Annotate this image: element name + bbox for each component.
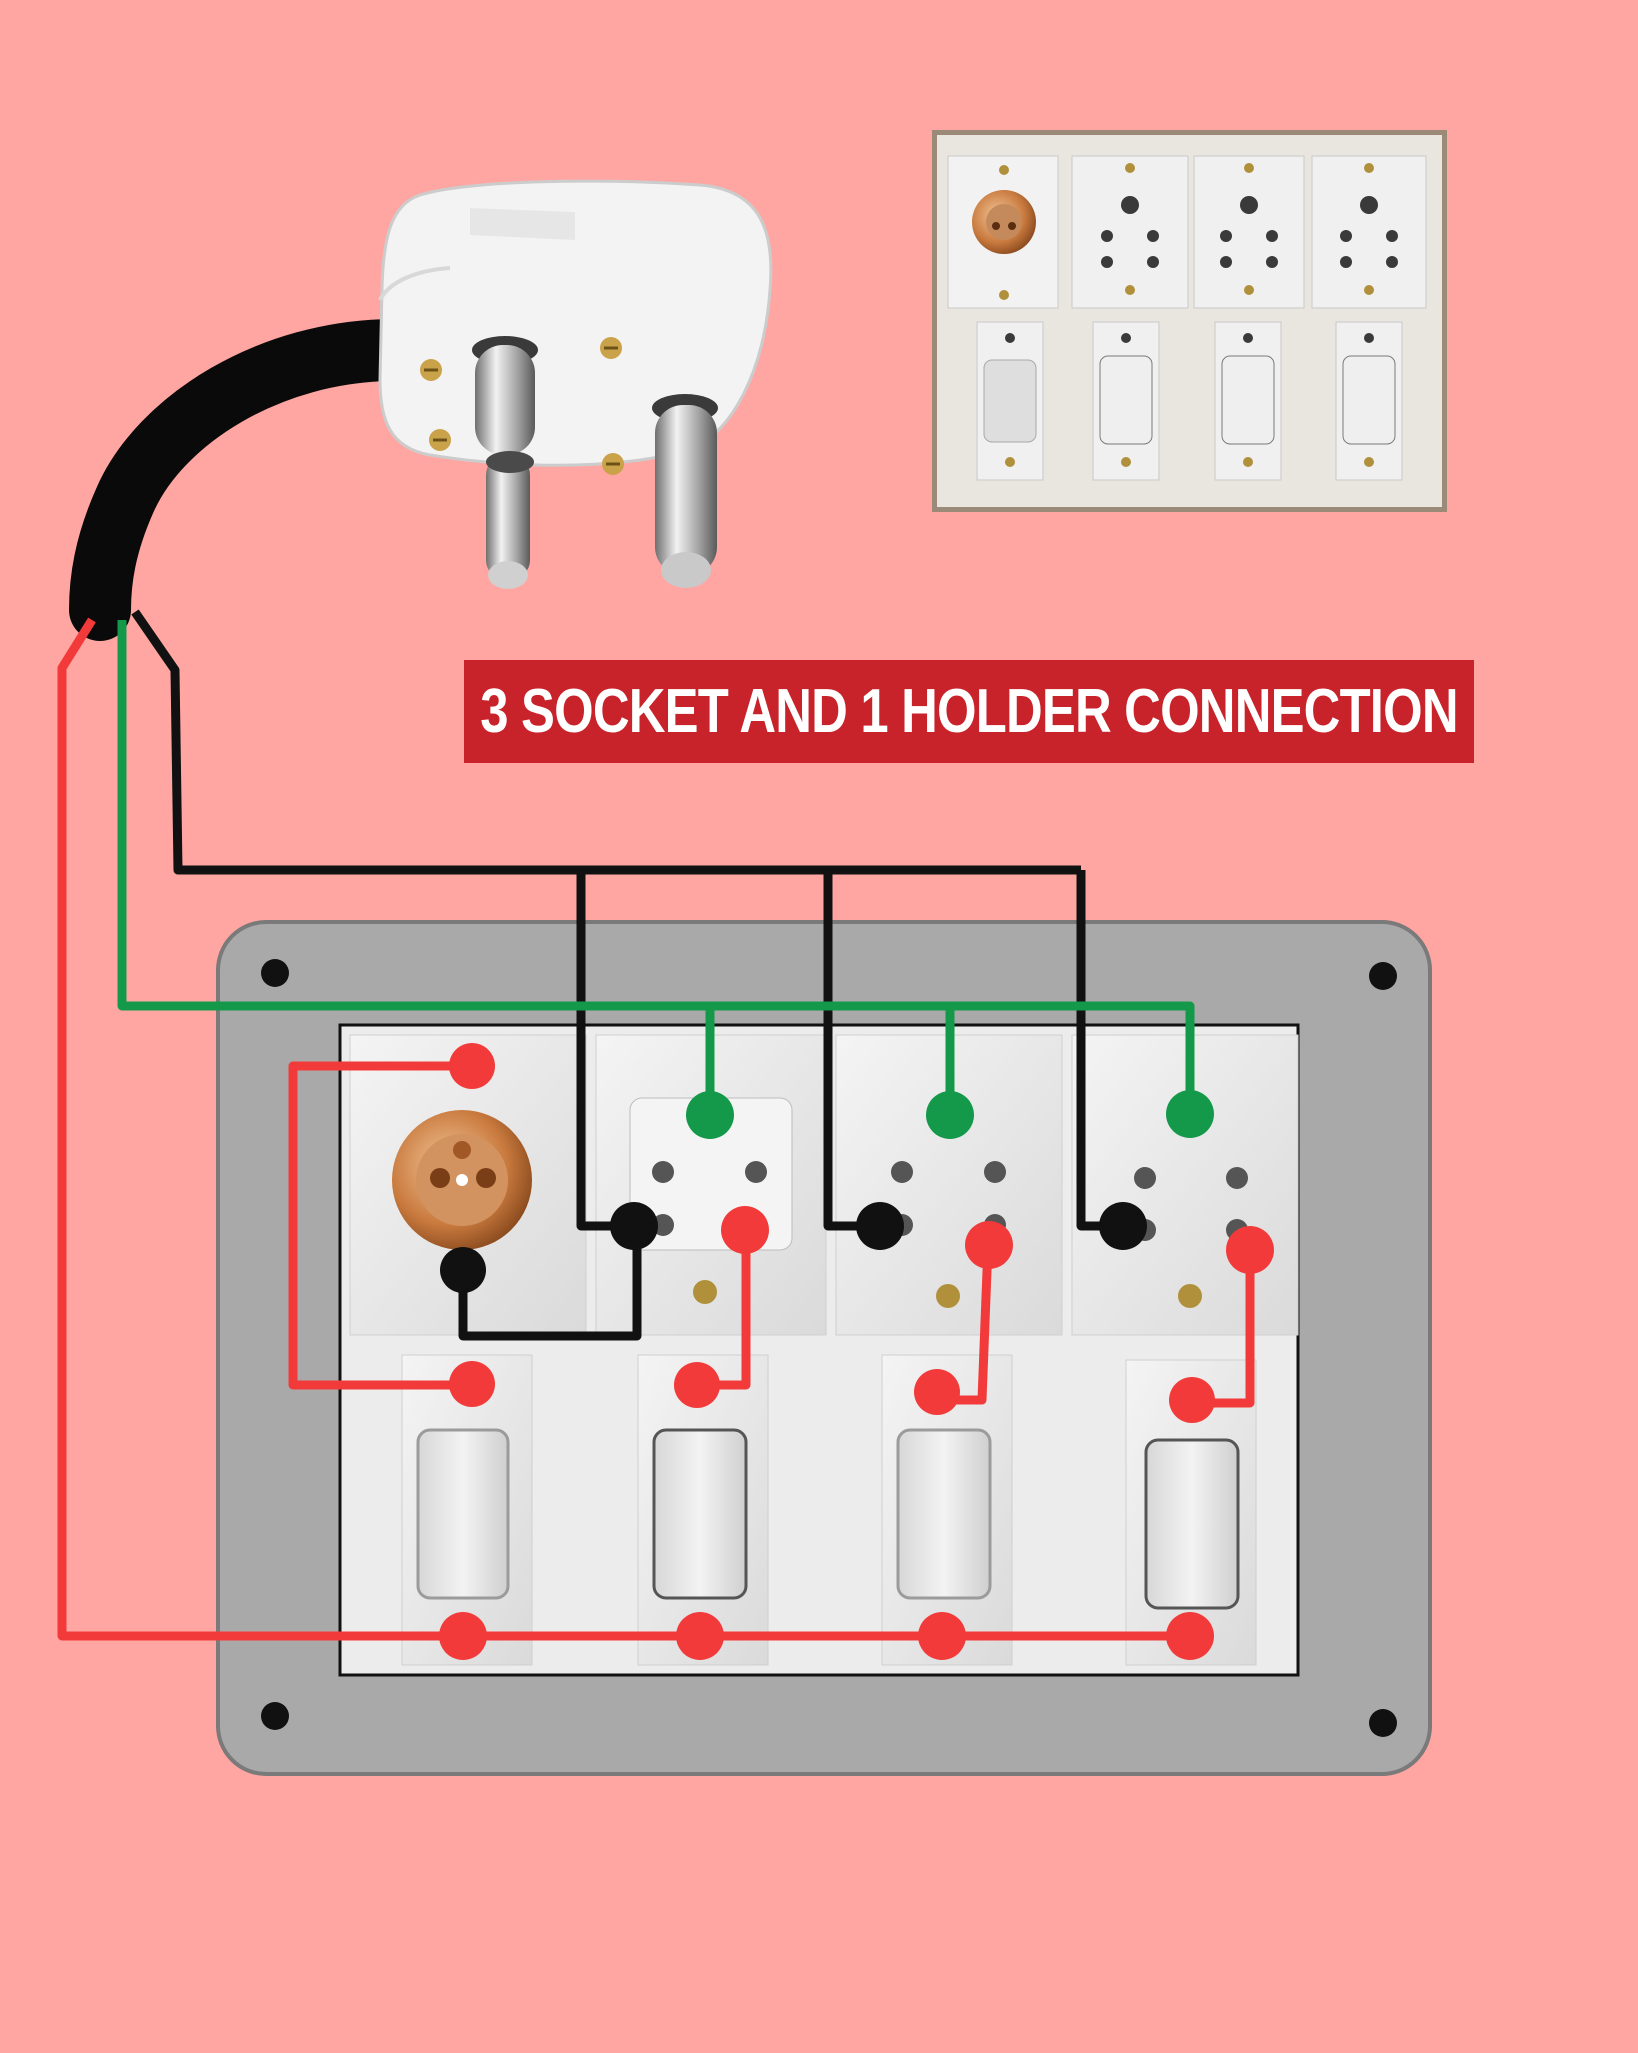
title-banner: 3 SOCKET AND 1 HOLDER CONNECTION: [464, 660, 1474, 763]
plug-pins: [472, 336, 718, 589]
screw-icon: [420, 337, 624, 475]
neutral-terminals: [440, 1202, 1147, 1293]
switch-icon: [976, 321, 1403, 481]
plug-icon: [69, 179, 773, 641]
socket-icon: [1071, 155, 1427, 309]
bulb-holder-icon: [947, 155, 1059, 309]
page-title: 3 SOCKET AND 1 HOLDER CONNECTION: [480, 677, 1458, 746]
earth-terminals: [686, 1090, 1214, 1139]
reference-board-photo: [932, 130, 1447, 512]
phase-terminals: [439, 1043, 1274, 1660]
